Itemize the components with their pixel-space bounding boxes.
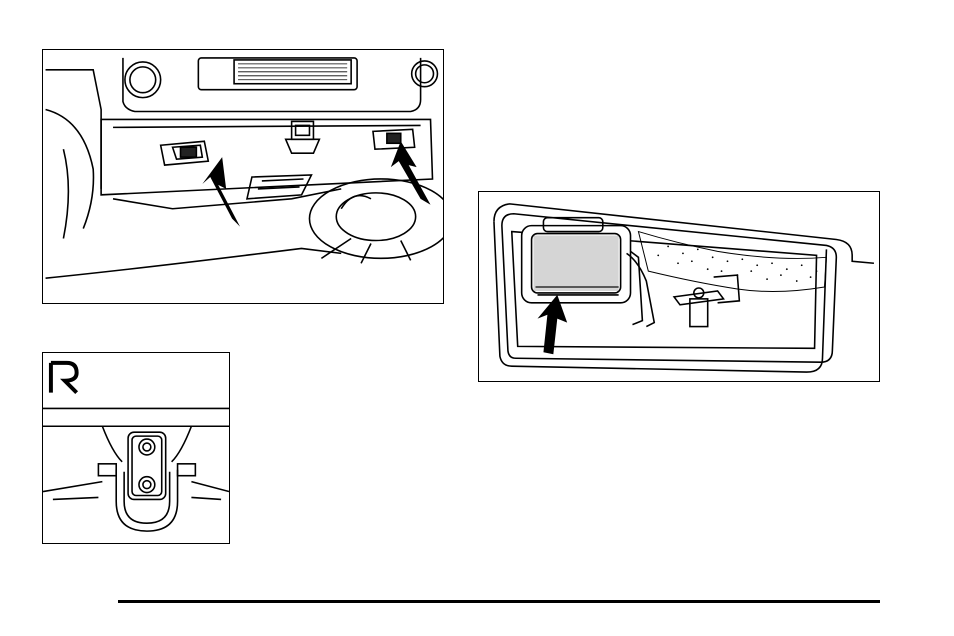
arrow-icon [537,295,567,354]
front-tow-hooks-svg [43,50,443,303]
arrow-icon [202,157,240,226]
front-tow-hooks-illustration [42,49,444,304]
storage-compartment-svg [479,192,879,381]
tow-shackle-illustration [42,352,230,544]
arrow-icon [391,141,431,204]
storage-compartment-illustration [478,191,880,382]
page-footer-rule [118,600,880,603]
tow-shackle-svg [43,353,229,543]
